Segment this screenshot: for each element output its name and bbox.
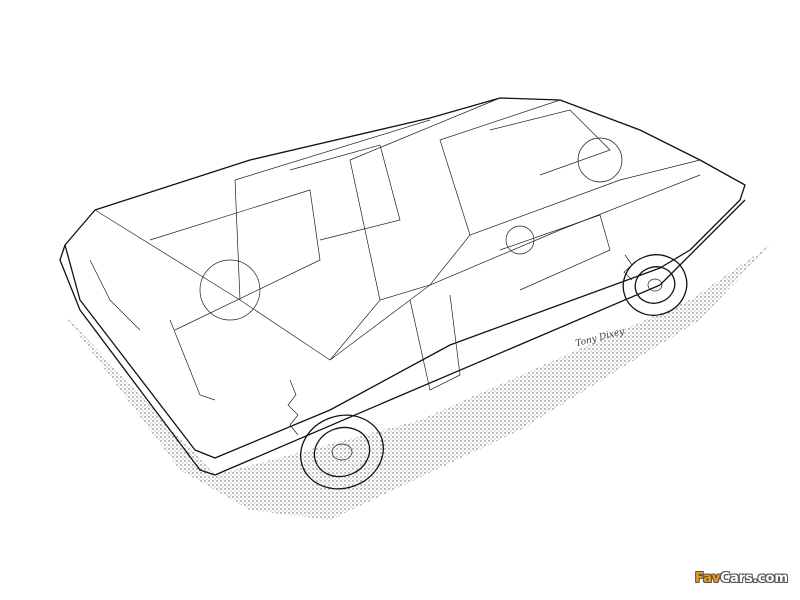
rear-wheel <box>300 414 384 490</box>
car-body <box>59 97 746 476</box>
ground-shadow <box>62 245 770 520</box>
watermark-part2: Cars.com <box>720 571 788 586</box>
front-wheel <box>622 254 688 316</box>
suspension <box>287 254 633 436</box>
watermark: FavCars.com <box>695 571 788 586</box>
watermark-part1: Fav <box>695 571 721 586</box>
